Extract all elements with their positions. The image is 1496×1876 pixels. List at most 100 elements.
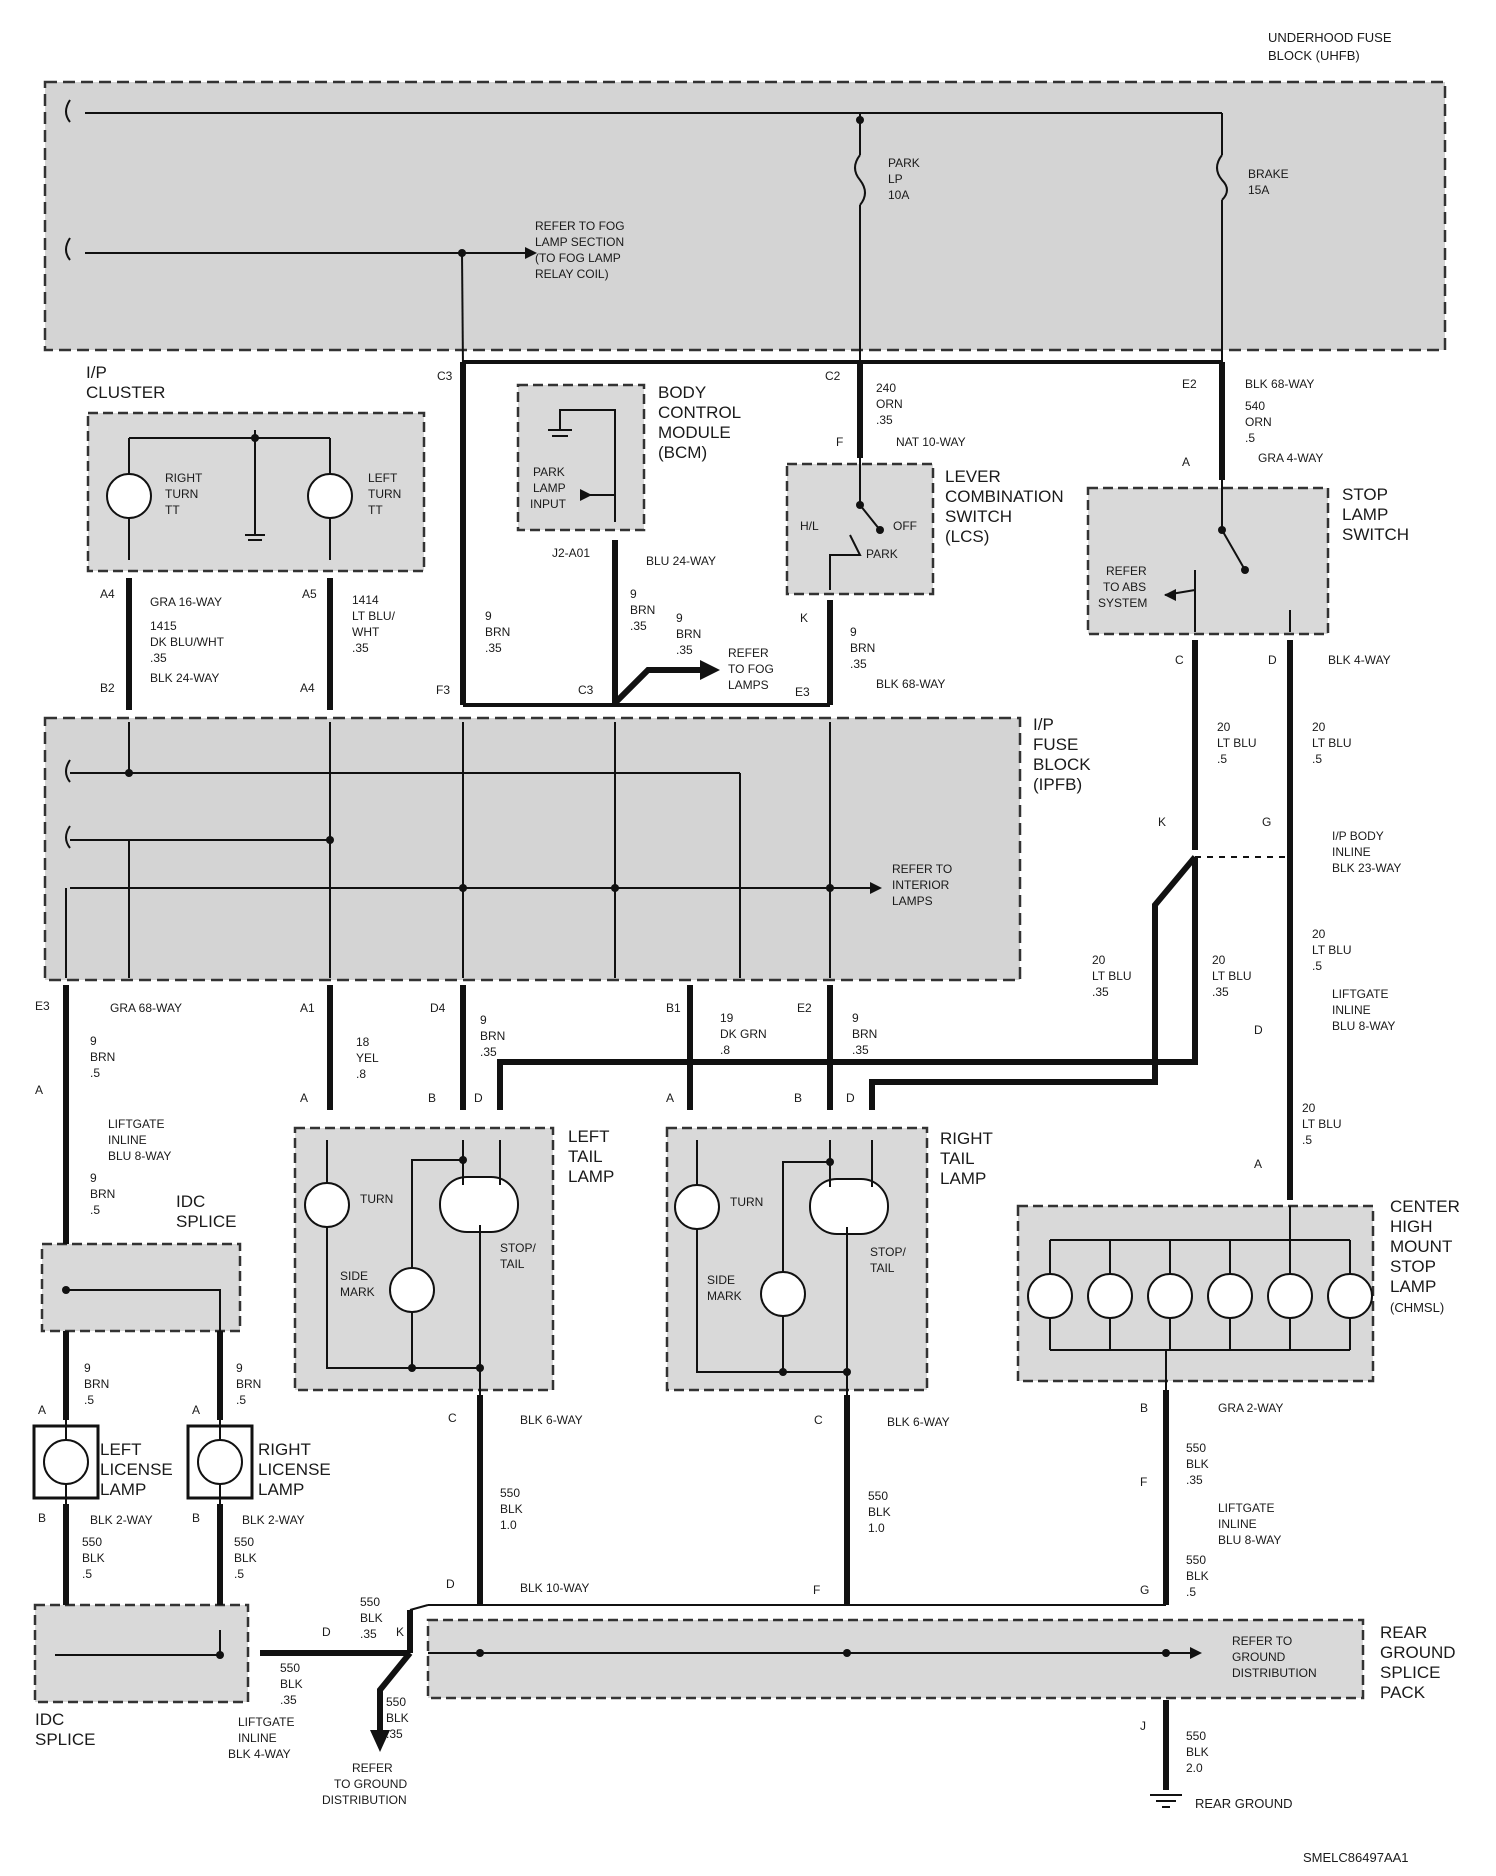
- fog-lamps-ref-1: REFER: [728, 646, 769, 660]
- lcs-title3: SWITCH: [945, 507, 1012, 526]
- conn-c-rt: C: [814, 1413, 823, 1427]
- ipbody-2: INLINE: [1332, 845, 1371, 859]
- left-side-text: SIDE: [340, 1269, 368, 1283]
- conn-blk10: BLK 10-WAY: [520, 1581, 589, 1595]
- conn-f-nat: F: [836, 435, 843, 449]
- w550-g-1: 550: [1186, 1553, 1206, 1567]
- conn-b-rl: B: [192, 1511, 200, 1525]
- stop-lamp-switch-box: [1086, 486, 1330, 636]
- rear-splice-title3: SPLICE: [1380, 1663, 1440, 1682]
- w550-rg-3: 2.0: [1186, 1761, 1203, 1775]
- w240-2: ORN: [876, 397, 903, 411]
- ipbody-1: I/P BODY: [1332, 829, 1384, 843]
- lcs-park-label: PARK: [866, 547, 898, 561]
- conn-j2: J2-A01: [552, 546, 590, 560]
- w550-k-2: BLK: [360, 1611, 383, 1625]
- w20-d-2: LT BLU: [1312, 736, 1352, 750]
- w1414-4: .35: [352, 641, 369, 655]
- ipfb-title3: BLOCK: [1033, 755, 1091, 774]
- conn-g-in: G: [1262, 815, 1271, 829]
- conn-a-rl: A: [192, 1403, 200, 1417]
- w9-bcm-2: BRN: [630, 603, 655, 617]
- conn-k-rsp: K: [396, 1625, 404, 1639]
- interior-ref-1: REFER TO: [892, 862, 952, 876]
- w9-lift-2: BRN: [90, 1187, 115, 1201]
- chmsl-title: CENTER: [1390, 1197, 1460, 1216]
- underhood-fuse-block: [43, 80, 1447, 352]
- w9-rl-3: .5: [236, 1393, 246, 1407]
- conn-lt-d: D: [474, 1091, 483, 1105]
- stop-switch-title: STOP: [1342, 485, 1388, 504]
- left-turn-tt-lamp-icon: [307, 473, 353, 519]
- w1414-2: LT BLU/: [352, 609, 396, 623]
- rear-splice-title: REAR: [1380, 1623, 1427, 1642]
- right-turn-text: TURN: [730, 1195, 763, 1209]
- left-stop-tail-lamp-icon: [439, 1176, 519, 1233]
- w550-g-3: .5: [1186, 1585, 1196, 1599]
- lamps: [32, 409, 1373, 1504]
- w240-3: .35: [876, 413, 893, 427]
- conn-rt-d: D: [846, 1091, 855, 1105]
- liftgate-c-2: INLINE: [1218, 1517, 1257, 1531]
- w19-3: .8: [720, 1043, 730, 1057]
- left-license-lamp-icon: [43, 1439, 89, 1485]
- ground-dist-ref-2: GROUND: [1232, 1650, 1286, 1664]
- abs-ref-1: REFER: [1106, 564, 1147, 578]
- conn-k-lcs: K: [800, 611, 808, 625]
- conn-a5: A5: [302, 587, 317, 601]
- left-tail-title2: TAIL: [568, 1147, 603, 1166]
- fuse-brake-label: BRAKE: [1248, 167, 1289, 181]
- abs-ref-3: SYSTEM: [1098, 596, 1147, 610]
- w550-rg-1: 550: [1186, 1729, 1206, 1743]
- bcm-title3: MODULE: [658, 423, 731, 442]
- right-tail-title: RIGHT: [940, 1129, 993, 1148]
- bcm-input-label2: LAMP: [533, 481, 566, 495]
- lcs-title2: COMBINATION: [945, 487, 1064, 506]
- w20-c-2: LT BLU: [1217, 736, 1257, 750]
- w550-left-2: BLK: [280, 1677, 303, 1691]
- uhfb-title: UNDERHOOD FUSE: [1268, 30, 1392, 45]
- right-stop-text: STOP/: [870, 1245, 906, 1259]
- conn-lt-b: B: [428, 1091, 436, 1105]
- w9-fog-3: .35: [676, 643, 693, 657]
- w9-ll-2: BRN: [84, 1377, 109, 1391]
- fog-ref-4: RELAY COIL): [535, 267, 609, 281]
- diagram-id: SMELC86497AA1: [1303, 1850, 1409, 1865]
- w9-d4-1: 9: [480, 1013, 487, 1027]
- conn-a-chm: A: [1254, 1157, 1262, 1171]
- w20-m-2: LT BLU: [1212, 969, 1252, 983]
- conn-e2-top: E2: [1182, 377, 1197, 391]
- w20-r-1: 20: [1312, 927, 1326, 941]
- fuse-park-label: PARK: [888, 156, 920, 170]
- lcs-title: LEVER: [945, 467, 1001, 486]
- w20-c-3: .5: [1217, 752, 1227, 766]
- w9-fog-1: 9: [676, 611, 683, 625]
- ip-cluster-title2: CLUSTER: [86, 383, 165, 402]
- conn-b-chm: B: [1140, 1401, 1148, 1415]
- conn-d4: D4: [430, 1001, 446, 1015]
- conn-blk4: BLK 4-WAY: [1328, 653, 1391, 667]
- left-license-title2: LICENSE: [100, 1460, 173, 1479]
- conn-nat10: NAT 10-WAY: [896, 435, 966, 449]
- w550-lt-1: 550: [500, 1486, 520, 1500]
- conn-d-blk10: D: [446, 1577, 455, 1591]
- conn-c3: C3: [578, 683, 594, 697]
- w9-bcm-1: 9: [630, 587, 637, 601]
- conn-e3-low: E3: [35, 999, 50, 1013]
- w550-g-2: BLK: [1186, 1569, 1209, 1583]
- fuse-park-rating: 10A: [888, 188, 909, 202]
- left-turn-label3: TT: [368, 503, 383, 517]
- rear-ground-label: REAR GROUND: [1195, 1796, 1293, 1811]
- conn-blk6-l: BLK 6-WAY: [520, 1413, 583, 1427]
- idc-splice-top-box: [40, 1242, 242, 1333]
- fog-ref-2: LAMP SECTION: [535, 235, 624, 249]
- w20-r-2: LT BLU: [1312, 943, 1352, 957]
- idc-splice-bottom-title: IDC: [35, 1710, 64, 1729]
- w1415-3: .35: [150, 651, 167, 665]
- left-tail-title3: LAMP: [568, 1167, 614, 1186]
- conn-b1: B1: [666, 1001, 681, 1015]
- liftgate-b-2: INLINE: [238, 1731, 277, 1745]
- liftgate-b-3: BLK 4-WAY: [228, 1747, 291, 1761]
- w550-rg-2: BLK: [1186, 1745, 1209, 1759]
